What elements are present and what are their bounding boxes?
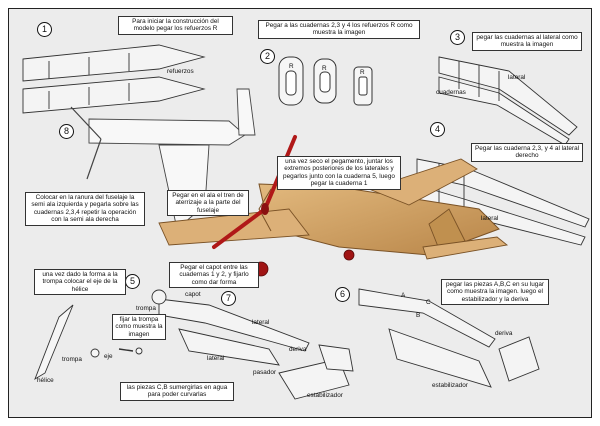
assembled-plane [158,135,509,277]
step-number-5: 5 [125,274,140,289]
note-step8: Colocar en la ranura del fuselaje la sem… [25,192,145,226]
label-B: B [416,312,421,319]
step-number-2: 2 [260,49,275,64]
label-lateral-step4: lateral [481,215,499,222]
label-R-2: R [322,65,327,72]
label-pasador: pasador [253,369,277,376]
note-soak-parts: las piezas C,B sumergirlas en agua para … [120,382,234,401]
assembly-drawing [22,44,590,400]
note-capot: Pegar el capot entre las cuadernas 1 y 2… [169,262,259,289]
label-eje: eje [104,353,113,360]
step-number-6: 6 [335,287,350,302]
note-propeller-axis: una vez dado la forma a la trompa coloca… [34,269,126,296]
label-A: A [401,292,406,299]
note-step5-join: una vez seco el pegamento, juntar los ex… [277,156,401,190]
step5-prop-parts [34,304,143,381]
note-step3: pegar las cuadernas al lateral como mues… [472,32,582,51]
label-R-1: R [289,63,294,70]
label-estabilizador-step6: estabilizador [432,382,468,389]
label-cuadernas: cuadernas [436,89,466,96]
label-lateral-step3: lateral [508,74,526,81]
label-R-3: R [360,69,365,76]
label-estabilizador-step7: estabilizador [307,392,343,399]
step6-parts [358,288,540,388]
label-capot: capot [185,291,201,298]
step1-sides [22,44,206,114]
note-step4: Pegar las cuaderna 2,3, y 4 al lateral d… [471,143,583,162]
label-deriva-step6: deriva [495,330,513,337]
label-trompa-1: trompa [136,305,156,312]
note-step1: Para iniciar la construcción del modelo … [118,16,233,35]
step3-sides [438,56,578,146]
step-number-4: 4 [430,122,445,137]
step-number-8: 8 [59,124,74,139]
label-lateral-7b: lateral [207,355,225,362]
instruction-sheet: 1 2 3 4 5 6 7 8 Para iniciar la construc… [8,8,592,418]
step-number-3: 3 [450,30,465,45]
label-lateral-7a: lateral [252,319,270,326]
step2-bulkheads [278,56,373,106]
note-fix-nose: fijar la trompa como muestra la imagen [112,314,166,341]
note-step6: pegar las piezas A,B,C en su lugar como … [441,279,549,306]
step-number-7: 7 [221,291,236,306]
label-helice: hélice [37,377,54,384]
note-landing-gear: Pegar en el ala el tren de aterrizaje a … [167,190,249,217]
label-trompa-2: trompa [62,356,82,363]
label-C: C [426,299,431,306]
note-step2: Pegar a las cuadernas 2,3 y 4 los refuer… [258,20,420,39]
step7-parts [151,289,354,400]
label-deriva-step7: deriva [289,346,307,353]
step-number-1: 1 [37,22,52,37]
label-refuerzos: refuerzos [167,68,194,75]
step8-ghost-plane [70,88,256,230]
